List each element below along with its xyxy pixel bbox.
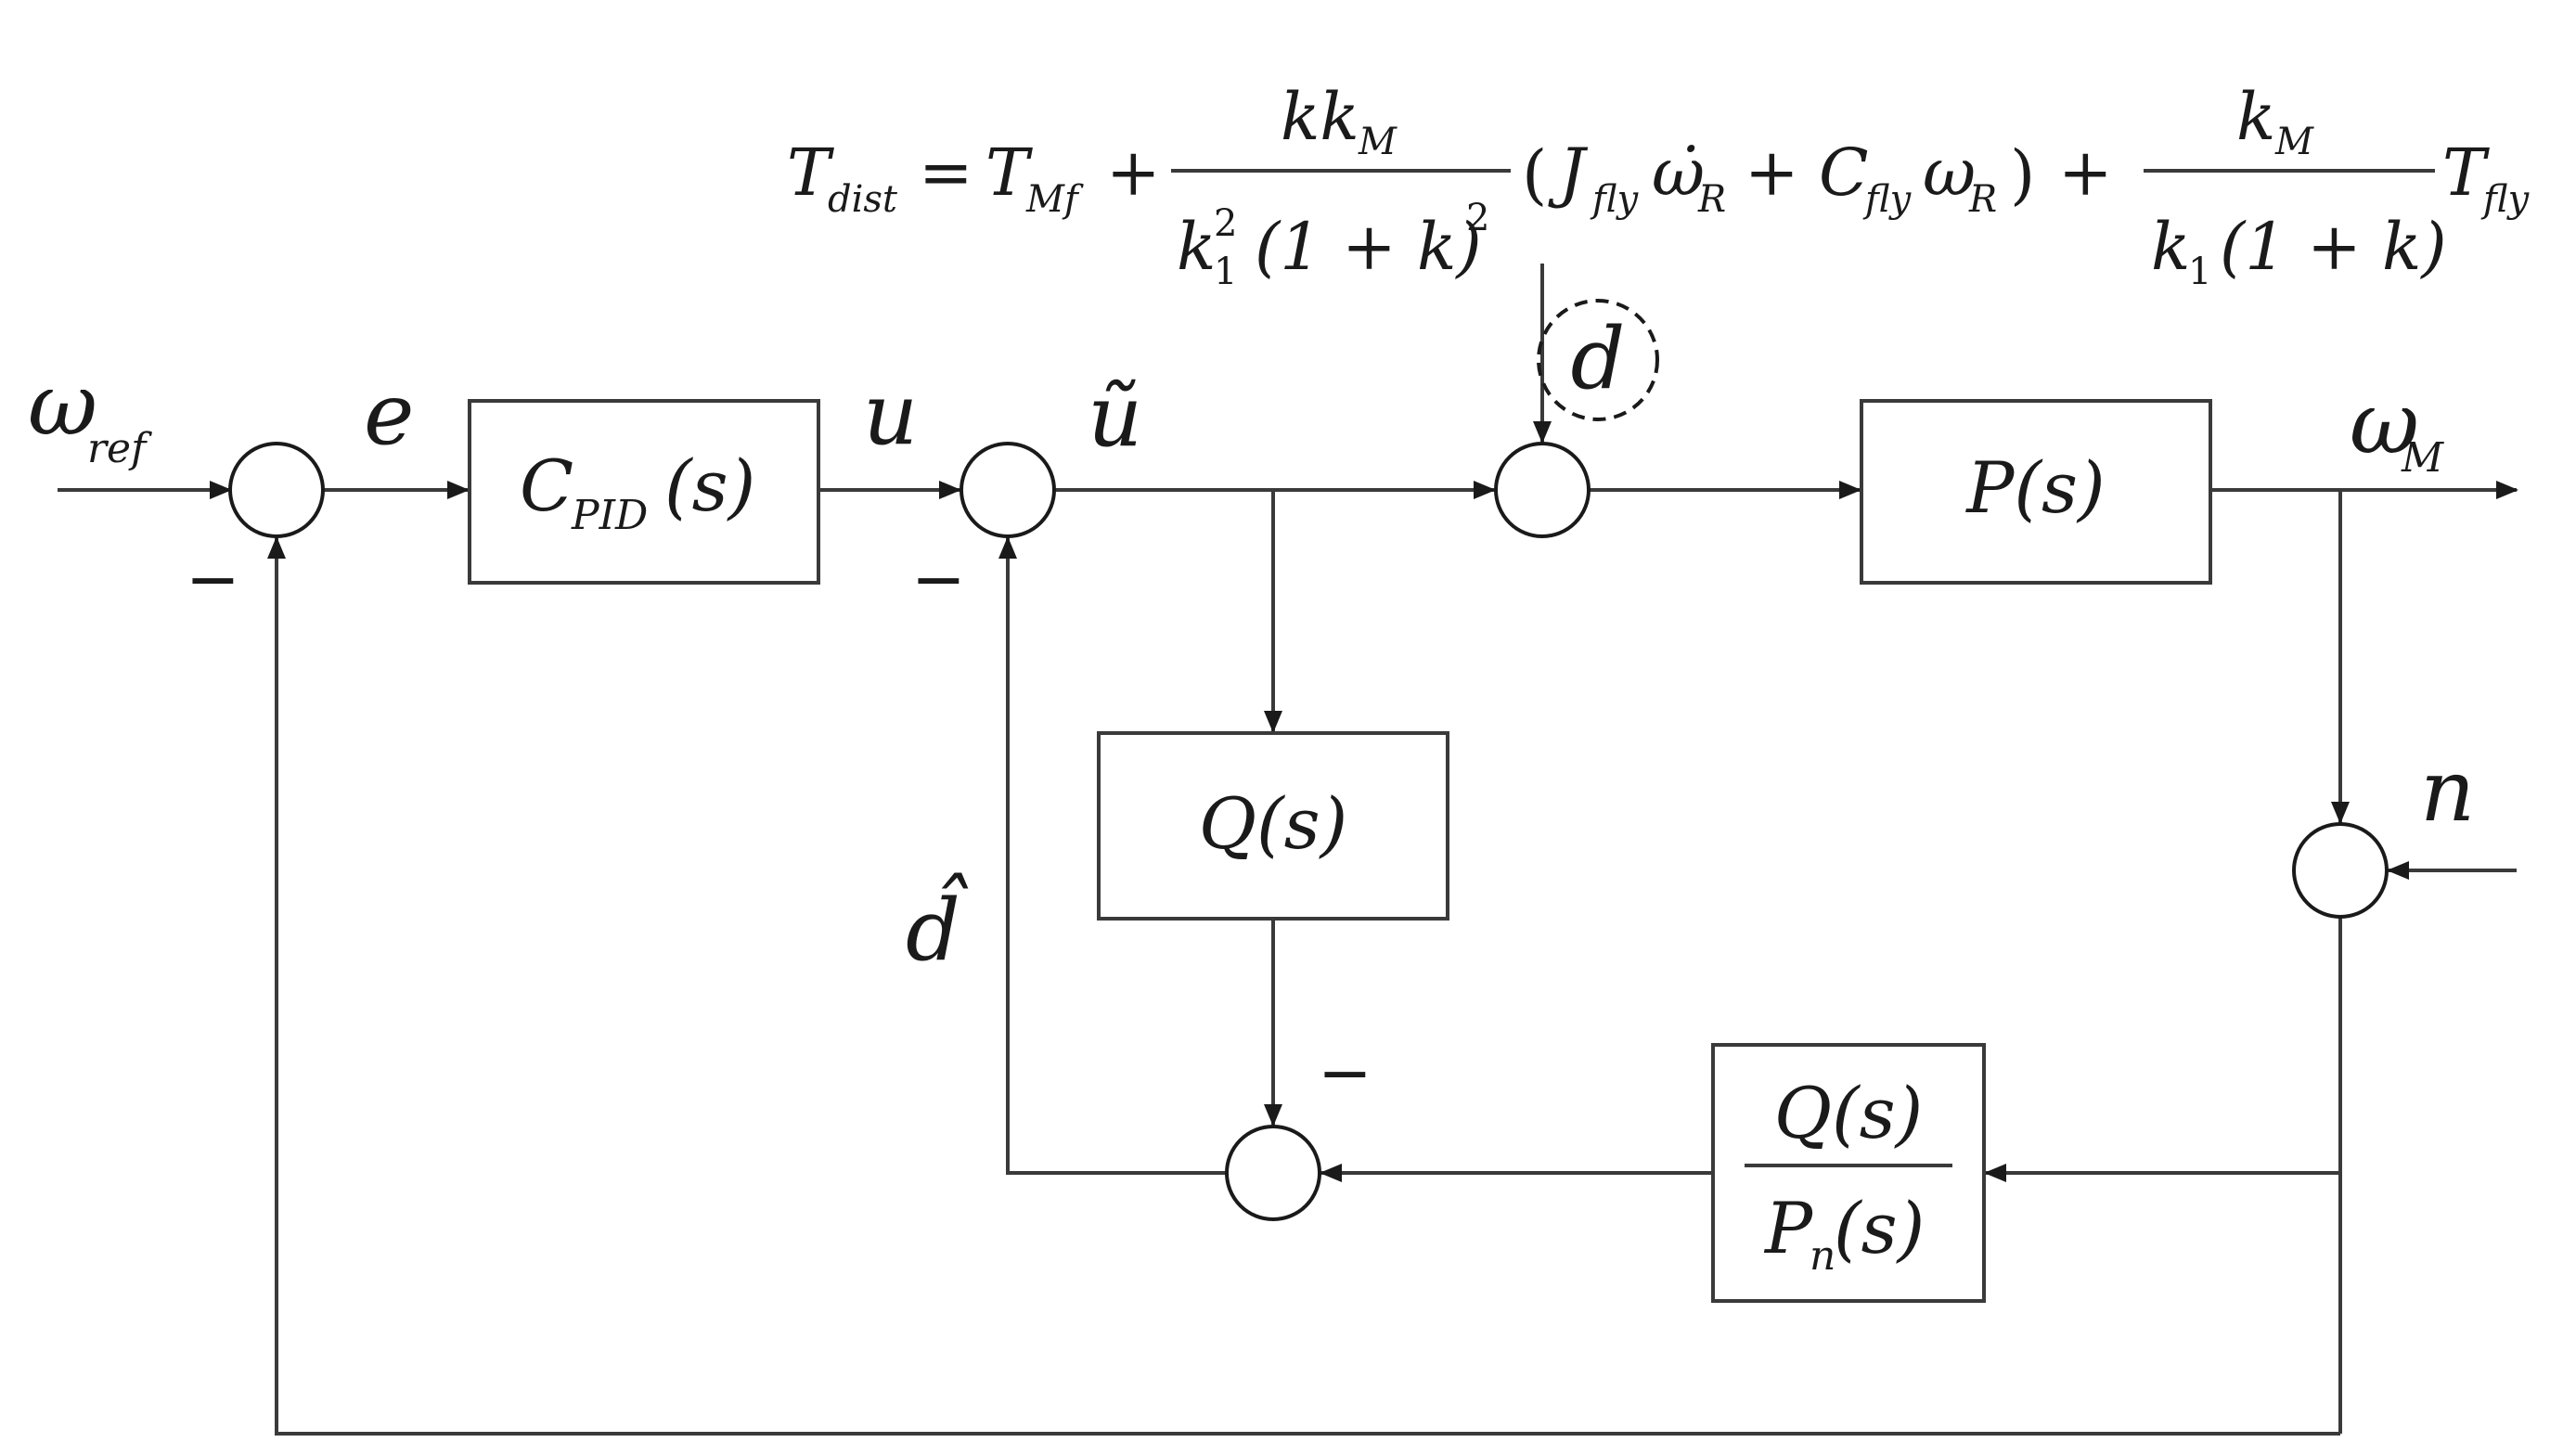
block-pid-sub: PID [571,492,648,539]
arrow-feedback-into-sum1 [267,536,286,559]
label-omega-M: ω [2350,374,2419,473]
eq-frac1-den-k: k [1177,209,1216,285]
block-q-over-pn: Q(s) P n (s) [1711,1043,1986,1303]
eq-plus-3: + [2058,135,2113,211]
disturbance-dashed-circle [1537,299,1659,421]
wire-d-hat-feedback [1006,536,1227,1175]
eq-omega-dot: ω̇ [1652,135,1705,211]
arrow-into-pid [447,481,470,499]
arrow-output [2496,481,2518,499]
minus-sign-q: − [1318,1035,1372,1111]
label-u: u [863,365,918,464]
label-e: e [364,365,414,464]
block-q: Q(s) [1097,731,1449,921]
block-q-label: Q(s) [1199,782,1348,865]
sum-junction-estimate [1225,1125,1321,1221]
arrow-noise-into-sum4 [2387,861,2409,880]
block-plant: P(s) [1860,399,2212,585]
arrowheads [210,421,2518,1182]
eq-C-sub: fly [1862,178,1913,221]
label-omega-ref-sub: ref [87,425,152,472]
eq-T-fly-sub: fly [2480,178,2531,221]
block-pid-base: C [520,444,573,527]
eq-frac1-den-sup2: 2 [1466,197,1489,239]
eq-omega-sub: R [1968,178,1997,221]
sum-junction-disturbance [1494,442,1591,538]
eq-frac2-num: k [2236,79,2275,155]
arrow-into-sum2 [939,481,961,499]
block-q-rect [1097,731,1449,921]
eq-T-Mf-sub: Mf [1025,178,1084,221]
sign-markers: − − − [186,541,1372,1111]
eq-frac1-den-sub: 1 [1214,251,1237,293]
eq-T-Mf: T [985,135,1033,211]
sum-junction-error [228,442,325,538]
block-pid-rect [468,399,820,585]
block-q-over-pn-num: Q(s) [1774,1072,1924,1154]
block-plant-rect [1860,399,2212,585]
eq-J: J [1548,135,1589,211]
eq-frac1-den-sup: 2 [1214,202,1237,245]
eq-frac2-den-sub: 1 [2188,251,2211,293]
label-d-hat: d̂ [906,872,969,980]
block-q-over-pn-den-arg: (s) [1834,1187,1925,1269]
eq-omega: ω [1923,135,1976,211]
arrow-into-sum4-top [2331,802,2350,824]
disturbance-equation: T dist = T Mf + kk M k 1 2 (1 + k) 2 ( J… [787,79,2531,293]
arrow-into-sum5-right [1320,1164,1342,1182]
eq-frac1-num-sub: M [1358,121,1397,163]
eq-frac2-den-k: k [2151,209,2190,285]
eq-plus-1: + [1106,135,1161,211]
arrow-into-inverse [1984,1164,2006,1182]
eq-T-fly: T [2442,135,2490,211]
minus-sign-d-hat: − [911,541,966,617]
eq-J-sub: fly [1590,178,1640,221]
arrow-into-sum1 [210,481,232,499]
arrow-into-plant [1839,481,1861,499]
summing-junctions [228,299,2389,1221]
arrow-into-sum3 [1474,481,1496,499]
eq-frac1-num: kk [1281,79,1359,155]
eq-C: C [1819,135,1869,211]
eq-omega-dot-sub: R [1697,178,1726,221]
arrow-into-Q [1264,711,1282,733]
eq-frac2-num-sub: M [2274,121,2314,163]
eq-T-dist-sub: dist [828,178,898,221]
label-u-tilde: ũ [1088,367,1142,466]
arrow-d-hat-into-sum2 [998,536,1017,559]
sum-junction-control [960,442,1056,538]
signal-wires [58,264,2517,1436]
block-plant-label: P(s) [1964,446,2105,529]
label-d: d [1571,309,1626,408]
eq-frac1-den-paren: (1 + k) [1255,209,1482,285]
block-pid-arg: (s) [664,444,755,527]
block-q-over-pn-rect [1711,1043,1986,1303]
minus-sign-feedback: − [186,541,240,617]
eq-paren-open: ( [1522,136,1547,212]
label-omega-ref: ω [28,355,97,455]
label-n: n [2420,741,2475,841]
eq-equals: = [919,135,973,211]
eq-frac2-den-paren: (1 + k) [2220,209,2447,285]
block-q-over-pn-den-base: P [1763,1187,1814,1269]
wire-main-feedback [275,536,2340,1436]
eq-paren-close: ) [2010,136,2035,212]
signal-labels: ω ref e u ũ d ω M n d̂ [28,309,2475,980]
eq-T-dist: T [787,135,834,211]
label-omega-M-sub: M [2401,434,2444,482]
block-pid: C PID (s) [468,399,820,585]
block-q-over-pn-den-sub: n [1810,1232,1835,1280]
arrow-into-sum5 [1264,1104,1282,1127]
eq-plus-2: + [1745,135,1799,211]
sum-junction-noise [2292,822,2389,919]
arrow-d-into-sum3 [1533,421,1552,444]
